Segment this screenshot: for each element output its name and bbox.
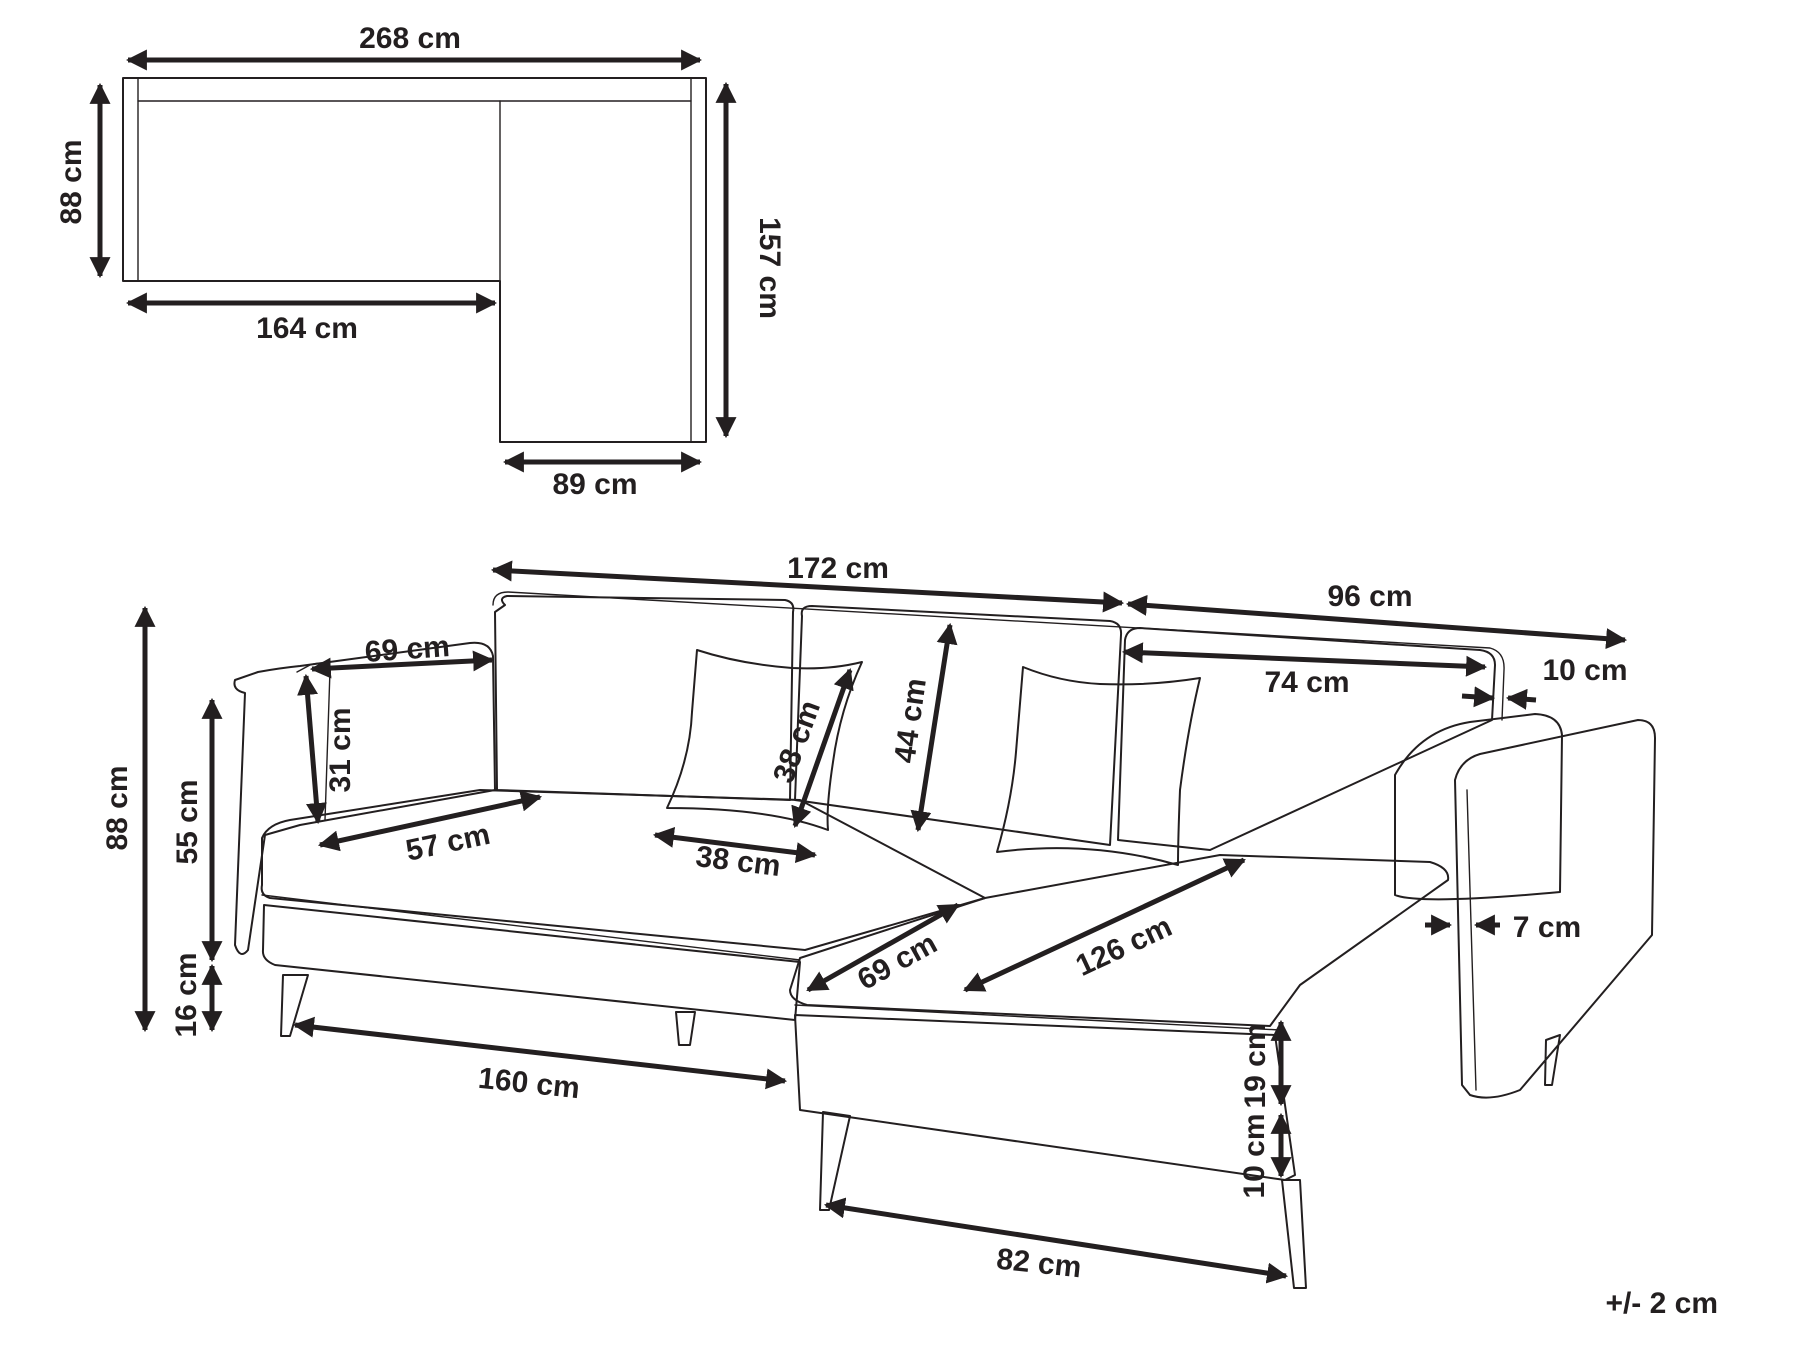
label-total-height: 88 cm bbox=[101, 765, 134, 850]
label-total-width: 268 cm bbox=[359, 22, 461, 55]
leg-chaise-back bbox=[1544, 1034, 1561, 1086]
dim-line-chaise-seat-length bbox=[963, 857, 1246, 993]
dim-line-cushion-width bbox=[652, 826, 818, 864]
leg-back-middle bbox=[675, 1011, 696, 1046]
main-seat-cushion bbox=[260, 789, 986, 951]
label-sofa-width: 172 cm bbox=[787, 552, 889, 585]
label-cushion-width: 38 cm bbox=[694, 840, 782, 883]
chaise-armrest bbox=[1454, 719, 1656, 1099]
top-view: 268 cm 88 cm 164 cm 157 cm 89 cm bbox=[55, 22, 786, 501]
label-chaise-length: 157 cm bbox=[753, 217, 786, 319]
chaise-base bbox=[794, 1014, 1296, 1181]
label-chaise-arm-thickness: 7 cm bbox=[1513, 911, 1581, 944]
main-base bbox=[261, 904, 801, 1021]
label-chaise-seat-length: 126 cm bbox=[1071, 910, 1177, 983]
label-cushion-height: 38 cm bbox=[767, 696, 827, 787]
label-top-sofa-width: 164 cm bbox=[256, 312, 358, 345]
chaise-seat-cushion bbox=[789, 854, 1450, 1027]
label-seat-thickness: 19 cm bbox=[1239, 1023, 1272, 1108]
label-armrest-height: 31 cm bbox=[324, 707, 357, 792]
label-chaise-back-width: 96 cm bbox=[1327, 580, 1412, 613]
dim-line-chaise-base-width bbox=[823, 1197, 1289, 1284]
label-chaise-base-width: 82 cm bbox=[995, 1243, 1083, 1285]
label-chaise-leg-height: 10 cm bbox=[1238, 1113, 1271, 1198]
dim-line-backrest-height bbox=[910, 622, 958, 833]
label-seat-height: 55 cm bbox=[171, 779, 204, 864]
dim-line-arm-thickness-right bbox=[1505, 688, 1537, 710]
label-top-depth: 88 cm bbox=[55, 139, 88, 224]
backrest-cushion-left bbox=[494, 595, 795, 801]
main-seat-piping bbox=[261, 894, 801, 961]
label-backrest-height: 44 cm bbox=[888, 676, 933, 765]
chaise-backrest-cushion bbox=[1394, 713, 1563, 901]
perspective-view: 172 cm 96 cm 74 cm 10 cm 88 cm 55 cm 16 … bbox=[101, 552, 1718, 1320]
label-chaise-width: 89 cm bbox=[552, 468, 637, 501]
dim-line-armrest-depth bbox=[309, 650, 495, 679]
dim-line-chaise-seat-width bbox=[806, 902, 960, 993]
label-leg-height: 16 cm bbox=[170, 952, 203, 1037]
backrest-cushion-middle bbox=[794, 605, 1123, 846]
dim-line-armrest-height bbox=[297, 673, 327, 825]
dim-line-cushion-height bbox=[791, 668, 854, 828]
leg-chaise-corner bbox=[1281, 1179, 1307, 1289]
chaise-armrest-inner bbox=[1466, 789, 1477, 1091]
dim-line-arm-thickness-left bbox=[1461, 686, 1496, 708]
label-tolerance: +/- 2 cm bbox=[1605, 1287, 1718, 1320]
label-armrest-thickness: 10 cm bbox=[1542, 654, 1627, 687]
dim-line-back-width bbox=[1121, 642, 1488, 677]
dim-line-sofa-base-width bbox=[292, 1016, 788, 1090]
label-sofa-base-width: 160 cm bbox=[477, 1062, 582, 1105]
top-view-outline bbox=[122, 77, 707, 443]
dim-line-sofa-width bbox=[490, 560, 1125, 613]
throw-pillow-left bbox=[666, 649, 863, 831]
left-armrest bbox=[233, 641, 496, 955]
leg-chaise-front bbox=[819, 1111, 851, 1211]
dim-line-seat-depth bbox=[317, 790, 543, 852]
label-armrest-depth: 69 cm bbox=[364, 630, 451, 669]
throw-pillow-right bbox=[996, 666, 1201, 866]
chaise-seat-piping bbox=[794, 1004, 1281, 1031]
label-back-width: 74 cm bbox=[1264, 666, 1349, 699]
dim-line-chaise-back-width bbox=[1125, 594, 1628, 650]
leg-front-left bbox=[280, 974, 309, 1037]
